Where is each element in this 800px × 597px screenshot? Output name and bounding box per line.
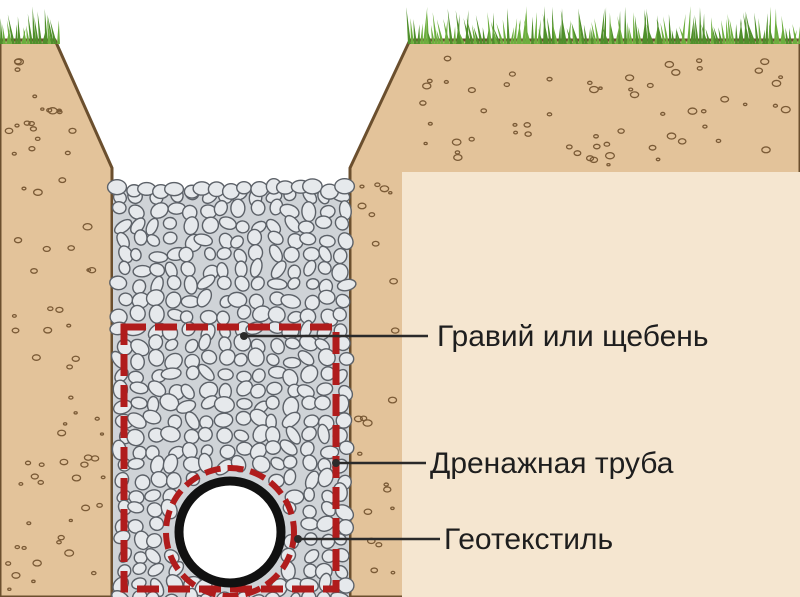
- soil-speckles: [4, 55, 791, 591]
- label-geotextile: Геотекстиль: [444, 523, 613, 556]
- stone-icon: [106, 177, 357, 597]
- grass-icon: [406, 6, 800, 45]
- drainage-pipe: [174, 476, 286, 588]
- grass-icon: [0, 6, 60, 45]
- light-soil-panel: [402, 172, 800, 597]
- leader-gravel: [240, 332, 428, 340]
- label-gravel: Гравий или щебень: [437, 320, 709, 353]
- leader-geotextile: [294, 535, 440, 543]
- leader-pipe: [332, 459, 426, 467]
- label-drainage-pipe: Дренажная труба: [430, 447, 674, 480]
- geotextile-wrap: [120, 323, 340, 593]
- geotextile-pipe-wrap: [163, 465, 297, 597]
